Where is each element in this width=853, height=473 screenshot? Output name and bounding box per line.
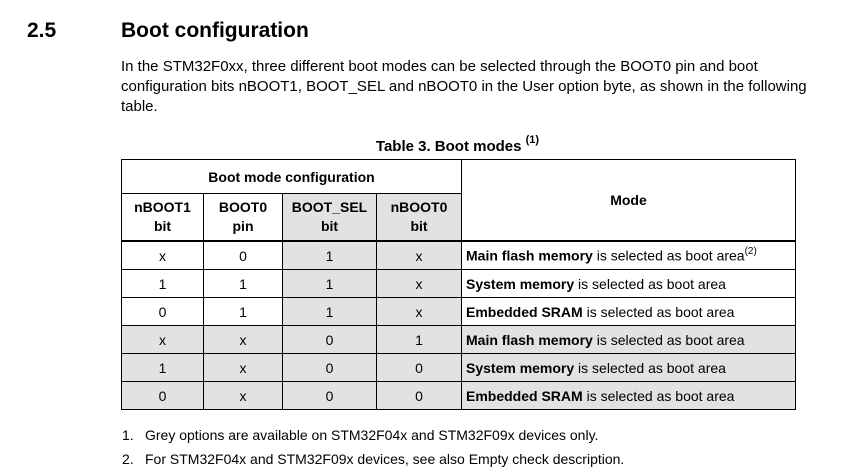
cell-nboot0: 0 [376,381,462,410]
intro-paragraph: In the STM32F0xx, three different boot m… [121,58,807,115]
table-row: x 0 1 x Main flash memory is selected as… [121,240,796,270]
col-header-line2: bit [320,218,339,234]
cell-boot0: 1 [203,297,283,326]
mode-rest-text: is selected as boot area [592,247,745,264]
note-item: 2. For STM32F04x and STM32F09x devices, s… [122,447,624,471]
col-header-boot0: BOOT0 pin [203,193,283,242]
cell-mode: Embedded SRAM is selected as boot area [461,297,796,326]
col-header-line2: bit [153,218,172,234]
note-number: 2. [122,451,134,467]
mode-rest-text: is selected as boot area [582,387,735,404]
col-header-nboot1: nBOOT1 bit [121,193,204,242]
boot-modes-table: Boot mode configuration Mode nBOOT1 bit … [121,159,796,410]
cell-boot-sel: 0 [282,325,377,354]
mode-rest-text: is selected as boot area [574,275,726,292]
mode-rest-text: is selected as boot area [582,303,735,320]
cell-nboot0: 1 [376,325,462,354]
col-header-line1: nBOOT1 [134,199,191,215]
section-number: 2.5 [27,19,57,42]
mode-rest-text: is selected as boot area [574,359,726,376]
col-header-line1: BOOT_SEL [291,199,368,215]
cell-boot-sel: 1 [282,240,377,270]
cell-nboot0: 0 [376,353,462,382]
note-number: 1. [122,427,134,443]
table-caption-text: Table 3. Boot modes [375,138,522,155]
mode-note: (2) [744,246,757,258]
table-caption-note: (1) [525,134,540,146]
table-row: 1 1 1 x System memory is selected as boo… [121,269,796,298]
note-item: 1. Grey options are available on STM32F04… [122,423,624,447]
group-header: Boot mode configuration [121,159,462,194]
mode-bold-text: Embedded SRAM [466,387,583,404]
section-title: Boot configuration [121,19,309,42]
cell-mode: Main flash memory is selected as boot ar… [461,240,796,270]
note-text: Grey options are available on STM32F04x … [145,427,599,443]
cell-nboot1: x [121,240,204,270]
cell-boot0: 1 [203,269,283,298]
cell-mode: System memory is selected as boot area [461,269,796,298]
col-header-line1: nBOOT0 [390,199,448,215]
cell-boot0: x [203,325,283,354]
cell-mode: Main flash memory is selected as boot ar… [461,325,796,354]
mode-bold-text: Main flash memory [466,247,593,264]
cell-boot-sel: 1 [282,269,377,298]
cell-nboot1: 1 [121,353,204,382]
cell-boot0: x [203,353,283,382]
cell-nboot0: x [376,240,462,270]
cell-mode: System memory is selected as boot area [461,353,796,382]
table-row: 1 x 0 0 System memory is selected as boo… [121,353,796,382]
cell-boot0: x [203,381,283,410]
cell-nboot0: x [376,269,462,298]
mode-bold-text: Main flash memory [466,331,593,348]
cell-mode: Embedded SRAM is selected as boot area [461,381,796,410]
table-row: 0 x 0 0 Embedded SRAM is selected as boo… [121,381,796,410]
col-header-boot-sel: BOOT_SEL bit [282,193,377,242]
cell-nboot1: 0 [121,297,204,326]
mode-bold-text: Embedded SRAM [466,303,583,320]
mode-bold-text: System memory [466,275,575,292]
cell-boot-sel: 1 [282,297,377,326]
cell-boot0: 0 [203,240,283,270]
mode-header: Mode [461,159,796,242]
col-header-line1: BOOT0 [218,199,268,215]
col-header-line2: bit [410,218,428,234]
table-row: 0 1 1 x Embedded SRAM is selected as boo… [121,297,796,326]
table-notes: 1. Grey options are available on STM32F04… [122,423,624,471]
cell-nboot0: x [376,297,462,326]
mode-rest-text: is selected as boot area [592,331,745,348]
col-header-line2: pin [232,218,254,234]
mode-bold-text: System memory [466,359,575,376]
note-text: For STM32F04x and STM32F09x devices, see… [145,451,625,467]
table-caption: Table 3. Boot modes (1) [0,134,853,155]
cell-boot-sel: 0 [282,381,377,410]
cell-nboot1: x [121,325,204,354]
cell-nboot1: 0 [121,381,204,410]
cell-boot-sel: 0 [282,353,377,382]
table-row: x x 0 1 Main flash memory is selected as… [121,325,796,354]
col-header-nboot0: nBOOT0 bit [376,193,462,242]
cell-nboot1: 1 [121,269,204,298]
